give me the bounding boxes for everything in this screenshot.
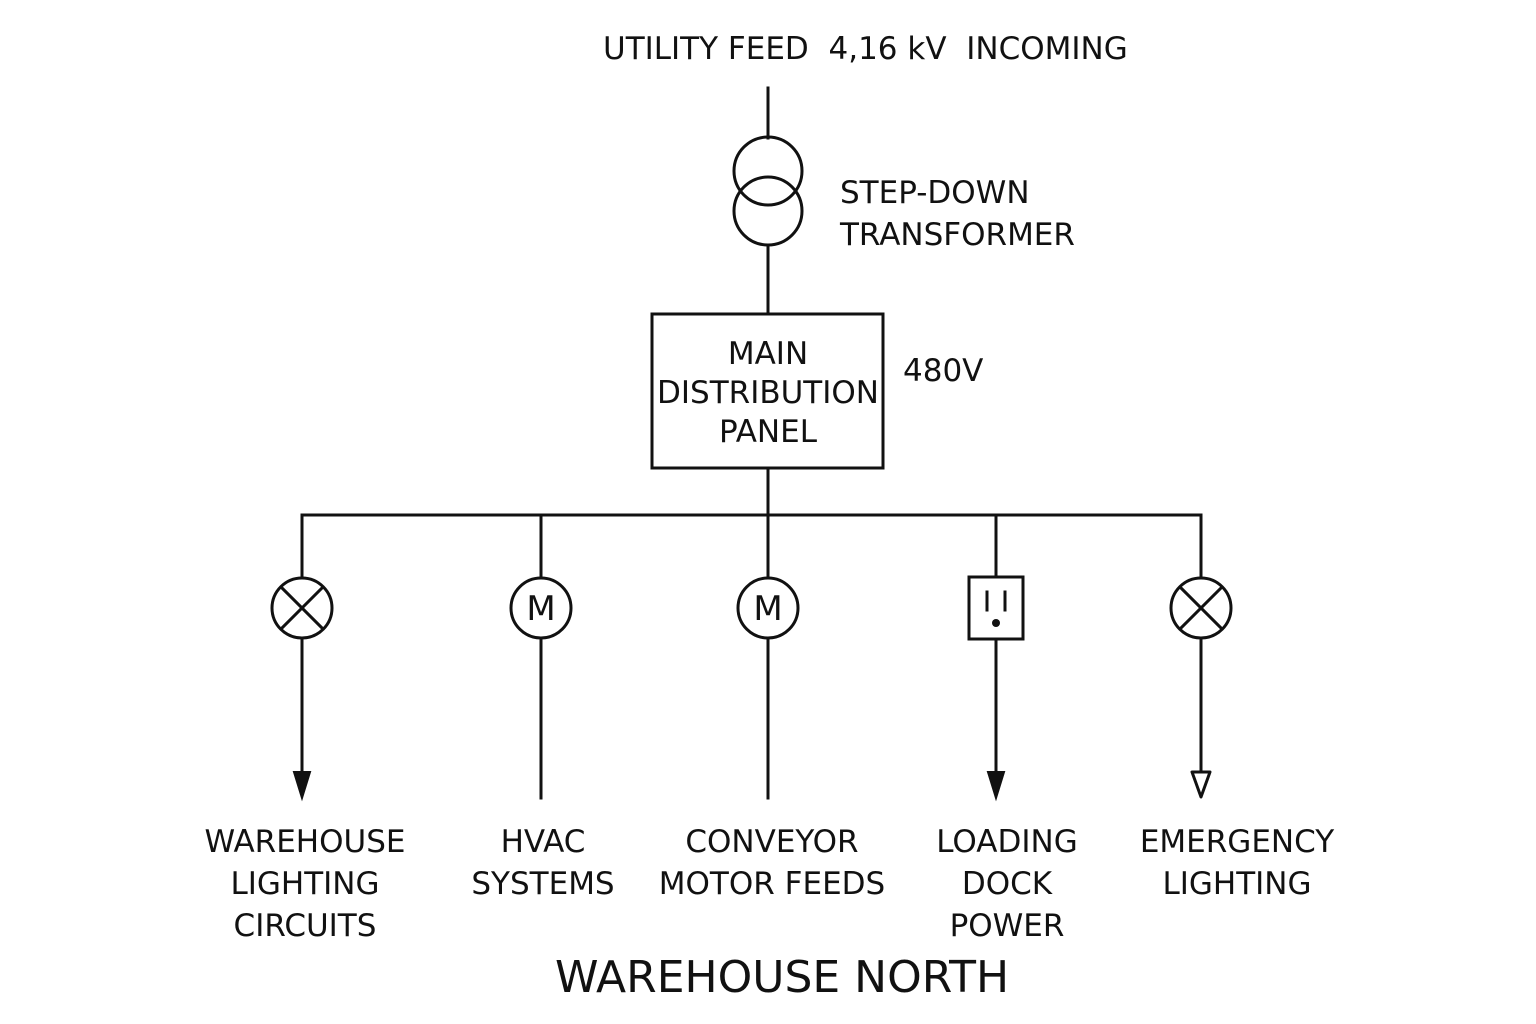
transformer-label-line2: TRANSFORMER [839, 217, 1075, 253]
branch-circuits: WAREHOUSE LIGHTING CIRCUITS M HVAC SYSTEMS M CO… [205, 513, 1334, 944]
branch-label-line: CIRCUITS [234, 908, 377, 944]
motor-symbol-letter: M [753, 589, 782, 629]
branch-label-line: SYSTEMS [471, 866, 614, 902]
branch-label-line: LOADING [936, 824, 1077, 860]
arrow-down-open-icon [1190, 770, 1212, 799]
branch-warehouse-lighting-circuits: WAREHOUSE LIGHTING CIRCUITS [205, 513, 406, 944]
branch-label-line: HVAC [501, 824, 586, 860]
branch-hvac-systems: M HVAC SYSTEMS [471, 513, 615, 902]
arrow-down-icon [986, 771, 1006, 802]
panel-label-line3: PANEL [719, 414, 818, 450]
motor-icon: M [736, 576, 800, 640]
panel-label-line2: DISTRIBUTION [657, 375, 879, 411]
branch-emergency-lighting: EMERGENCY LIGHTING [1140, 513, 1334, 902]
diagram-title: WAREHOUSE NORTH [555, 952, 1009, 1003]
motor-icon: M [509, 576, 573, 640]
transformer-label-line1: STEP-DOWN [840, 175, 1030, 211]
utility-feed-label: UTILITY FEED 4,16 kV INCOMING [603, 31, 1128, 67]
main-distribution-panel [650, 312, 885, 470]
lamp-icon [270, 576, 334, 640]
arrow-down-icon [292, 771, 312, 802]
panel-voltage-label: 480V [903, 353, 983, 389]
motor-symbol-letter: M [526, 589, 555, 629]
lamp-icon [1169, 576, 1233, 640]
branch-label-line: DOCK [962, 866, 1053, 902]
receptacle-icon [967, 575, 1025, 641]
branch-label-line: EMERGENCY [1140, 824, 1334, 860]
transformer-icon [732, 135, 804, 247]
branch-label-line: LIGHTING [230, 866, 379, 902]
branch-label-line: WAREHOUSE [205, 824, 406, 860]
branch-label-line: MOTOR FEEDS [659, 866, 885, 902]
branch-conveyor-motor-feeds: M CONVEYOR MOTOR FEEDS [659, 513, 885, 902]
branch-loading-dock-power: LOADING DOCK POWER [936, 513, 1078, 944]
branch-label-line: LIGHTING [1162, 866, 1311, 902]
panel-label-line1: MAIN [728, 336, 808, 372]
branch-label-line: CONVEYOR [685, 824, 858, 860]
branch-label-line: POWER [950, 908, 1065, 944]
